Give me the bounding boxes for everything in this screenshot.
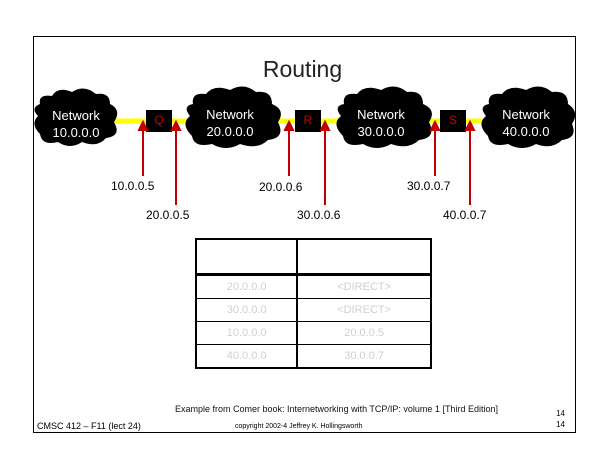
routing-table: 20.0.0.0 <DIRECT> 30.0.0.0 <DIRECT> 10.0…	[195, 238, 432, 369]
table-row: 20.0.0.0 <DIRECT>	[195, 274, 432, 299]
network-cloud-4	[481, 86, 576, 148]
routing-table-header	[296, 238, 432, 275]
network-label-4: Network 40.0.0.0	[489, 106, 563, 140]
slide-title: Routing	[262, 56, 343, 82]
destination-cell: 20.0.0.0	[195, 274, 298, 299]
next-hop-cell: <DIRECT>	[296, 274, 432, 299]
arrow-head-icon	[170, 119, 182, 131]
next-hop-cell: 20.0.0.5	[296, 321, 432, 345]
table-row: 40.0.0.0 30.0.0.7	[195, 344, 432, 369]
arrow-head-icon	[319, 119, 331, 131]
network-cloud-2	[185, 86, 281, 148]
network-name: Network	[502, 107, 550, 122]
source-caption: Example from Comer book: Internetworking…	[175, 404, 498, 414]
arrow-head-icon	[283, 119, 295, 131]
router-box-r	[295, 110, 321, 132]
network-name: Network	[206, 107, 254, 122]
arrow-head-icon	[464, 119, 476, 131]
interface-address: 20.0.0.5	[146, 208, 190, 222]
arrow-head-icon	[137, 119, 149, 131]
network-name: Network	[52, 108, 100, 123]
interface-address: 20.0.0.6	[259, 180, 303, 194]
interface-address: 10.0.0.5	[111, 179, 155, 193]
network-label-3: Network 30.0.0.0	[344, 106, 418, 140]
network-cloud-1	[34, 88, 118, 146]
network-cloud-3	[336, 86, 432, 148]
destination-cell: 10.0.0.0	[195, 321, 298, 345]
interface-address: 30.0.0.7	[407, 179, 451, 193]
network-label-2: Network 20.0.0.0	[193, 106, 267, 140]
router-label-s: S	[448, 113, 457, 127]
router-label-r: R	[303, 113, 313, 127]
page-number: 14	[556, 420, 565, 429]
network-address: 20.0.0.0	[206, 124, 254, 139]
table-row: 30.0.0.0 <DIRECT>	[195, 298, 432, 322]
copyright-footer: copyright 2002-4 Jeffrey K. Hollingswort…	[235, 423, 363, 430]
slide-frame	[33, 36, 576, 433]
next-hop-cell: 30.0.0.7	[296, 344, 432, 369]
router-box-q	[146, 110, 172, 132]
next-hop-cell: <DIRECT>	[296, 298, 432, 322]
destination-cell: 30.0.0.0	[195, 298, 298, 322]
router-label-q: Q	[154, 113, 164, 127]
network-name: Network	[357, 107, 405, 122]
network-address: 30.0.0.0	[357, 124, 405, 139]
page-number: 14	[556, 409, 565, 418]
course-footer: CMSC 412 – F11 (lect 24)	[37, 421, 141, 431]
interface-address: 40.0.0.7	[443, 208, 487, 222]
routing-table-header	[195, 238, 298, 275]
network-address: 40.0.0.0	[502, 124, 550, 139]
table-row: 10.0.0.0 20.0.0.5	[195, 321, 432, 345]
network-address: 10.0.0.0	[52, 125, 100, 140]
network-label-1: Network 10.0.0.0	[40, 107, 112, 141]
routing-table-header-row	[195, 238, 432, 275]
destination-cell: 40.0.0.0	[195, 344, 298, 369]
interface-address: 30.0.0.6	[297, 208, 341, 222]
arrow-head-icon	[429, 119, 441, 131]
router-box-s	[440, 110, 466, 132]
